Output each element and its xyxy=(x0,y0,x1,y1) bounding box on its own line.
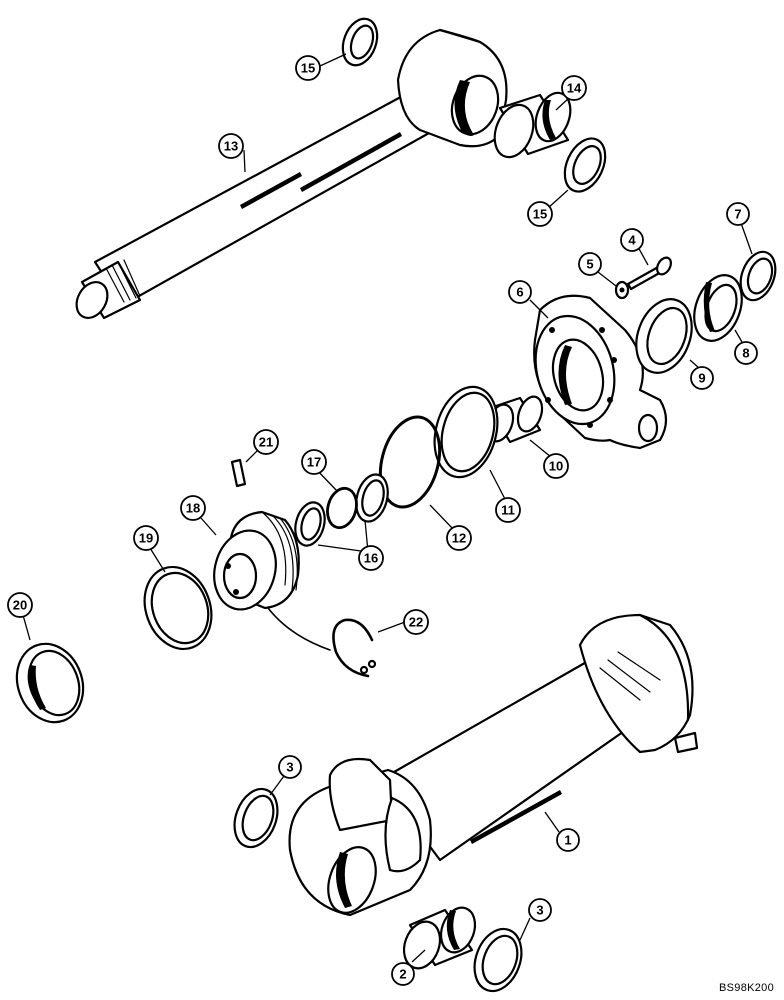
callout-20: 20 xyxy=(7,592,33,618)
callout-7: 7 xyxy=(726,202,750,226)
callout-4: 4 xyxy=(620,228,644,252)
svg-text:4: 4 xyxy=(628,233,636,248)
svg-text:21: 21 xyxy=(259,435,273,450)
callout-21: 21 xyxy=(253,429,279,455)
svg-text:6: 6 xyxy=(516,285,523,300)
svg-text:1: 1 xyxy=(564,833,571,848)
wiper-7 xyxy=(739,250,777,302)
svg-text:13: 13 xyxy=(224,139,238,154)
svg-text:3: 3 xyxy=(536,903,543,918)
callout-8: 8 xyxy=(734,341,758,365)
callout-5: 5 xyxy=(578,252,602,276)
o-ring-12 xyxy=(378,415,442,509)
bushing-ring-top xyxy=(341,17,379,67)
svg-text:15: 15 xyxy=(533,207,547,222)
svg-text:15: 15 xyxy=(301,61,315,76)
callout-18: 18 xyxy=(180,495,206,521)
bushing-ring-3a xyxy=(233,787,279,849)
callouts: 1 2 3 3 4 5 6 7 8 9 10 11 12 13 14 15 15… xyxy=(7,55,758,986)
washer xyxy=(614,280,630,300)
callout-11: 11 xyxy=(495,497,521,523)
seal-8 xyxy=(693,274,743,342)
ring-19 xyxy=(143,565,213,651)
seal-17 xyxy=(326,486,358,530)
callout-1: 1 xyxy=(556,828,580,852)
callout-22: 22 xyxy=(403,609,429,635)
cylinder-barrel xyxy=(288,613,699,917)
svg-text:11: 11 xyxy=(501,503,515,518)
svg-text:12: 12 xyxy=(452,531,466,546)
backup-ring-11 xyxy=(433,385,499,479)
svg-text:17: 17 xyxy=(307,455,321,470)
drawing-code: BS98K200 xyxy=(719,982,774,994)
callout-17: 17 xyxy=(301,449,327,475)
svg-text:16: 16 xyxy=(364,551,378,566)
piston-rod xyxy=(75,28,508,320)
pin xyxy=(230,458,247,488)
svg-text:22: 22 xyxy=(409,615,423,630)
svg-text:14: 14 xyxy=(567,81,582,96)
cylinder-head xyxy=(533,294,668,450)
leader-lines xyxy=(22,53,753,963)
callout-3: 3 xyxy=(278,755,302,779)
svg-text:19: 19 xyxy=(139,531,153,546)
bushing-ring-3b xyxy=(473,927,523,993)
callout-12: 12 xyxy=(446,525,472,551)
wear-ring-16a xyxy=(355,473,389,523)
callout-16: 16 xyxy=(358,545,384,571)
callout-2: 2 xyxy=(391,962,415,986)
svg-text:7: 7 xyxy=(734,207,741,222)
snap-ring xyxy=(267,607,377,678)
seal-9 xyxy=(635,298,693,374)
callout-19: 19 xyxy=(133,525,159,551)
svg-text:8: 8 xyxy=(742,346,749,361)
piston xyxy=(213,510,300,611)
svg-text:20: 20 xyxy=(13,598,27,613)
svg-text:10: 10 xyxy=(549,459,563,474)
ring-20 xyxy=(15,642,85,724)
callout-9: 9 xyxy=(690,366,714,390)
wear-ring-16b xyxy=(294,501,326,547)
callout-13: 13 xyxy=(218,133,244,159)
callout-10: 10 xyxy=(543,453,569,479)
bolt xyxy=(626,256,672,291)
callout-14: 14 xyxy=(561,75,587,101)
callout-3: 3 xyxy=(528,898,552,922)
callout-15: 15 xyxy=(295,55,321,81)
svg-text:5: 5 xyxy=(586,257,593,272)
callout-15: 15 xyxy=(527,201,553,227)
svg-text:2: 2 xyxy=(399,967,406,982)
svg-text:9: 9 xyxy=(698,371,705,386)
svg-text:18: 18 xyxy=(186,501,200,516)
callout-6: 6 xyxy=(508,280,532,304)
svg-text:3: 3 xyxy=(286,760,293,775)
bushing-ring-lower xyxy=(563,137,607,193)
bushing-14 xyxy=(493,91,572,159)
bushing-2 xyxy=(402,906,477,970)
